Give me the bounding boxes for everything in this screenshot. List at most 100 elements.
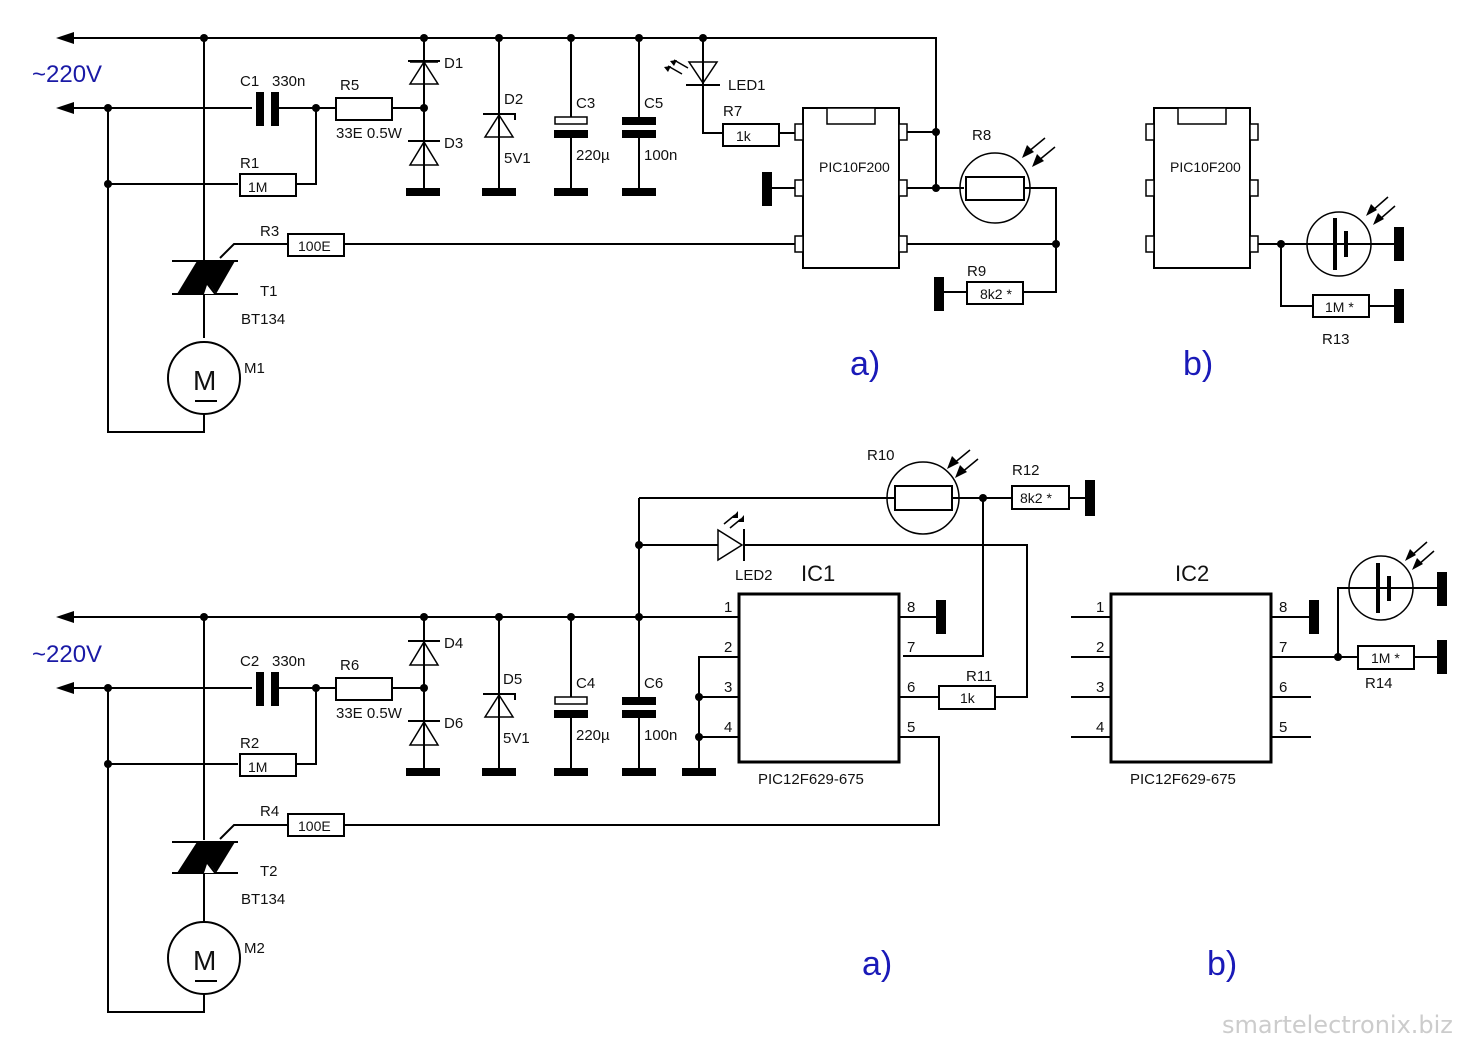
ic1-ref: IC1 — [801, 561, 835, 586]
m1-symbol: M — [193, 365, 216, 396]
ic1-pin-5: 5 — [907, 719, 915, 736]
d2-ref: D2 — [504, 91, 523, 108]
ic2-ref: IC2 — [1175, 561, 1209, 586]
ic2-pin-7: 7 — [1279, 639, 1287, 656]
ic1-pin-3: 3 — [724, 679, 732, 696]
t2-ref: T2 — [260, 863, 278, 880]
led2-ref: LED2 — [735, 567, 773, 584]
capacitor-c1: C1 330n — [240, 73, 336, 126]
resistor-r4: R4 100E — [219, 803, 345, 840]
ldr-r8: R8 — [959, 127, 1057, 293]
ic-part-label-b: PIC10F200 — [1170, 159, 1241, 175]
c5-value: 100n — [644, 147, 677, 164]
ic1-pin-1: 1 — [724, 599, 732, 616]
r5-ref: R5 — [340, 77, 359, 94]
resistor-r9: R9 8k2 * — [934, 263, 1024, 311]
r14-ref: R14 — [1365, 675, 1393, 692]
r13-value: 1M * — [1325, 299, 1354, 315]
zener-d5: D5 5V1 — [482, 617, 530, 776]
d5-value: 5V1 — [503, 730, 530, 747]
junctions-bottom — [104, 494, 987, 768]
r14-value: 1M * — [1371, 650, 1400, 666]
resistor-r5: R5 33E 0.5W — [335, 77, 424, 142]
capacitor-c4: C4 220µ — [554, 617, 610, 776]
wire — [296, 688, 317, 765]
ground-symbol — [1437, 572, 1447, 606]
top-circuit: ~220V C1 330n 1M R1 R5 33E 0.5W — [32, 32, 1404, 433]
c2-ref: C2 — [240, 653, 259, 670]
ic2-pin-8: 8 — [1279, 599, 1287, 616]
capacitor-c3: C3 220µ — [554, 38, 610, 196]
r1-ref: R1 — [240, 155, 259, 172]
ic2-pic12f629: IC2 PIC12F629-675 1 2 3 4 5 6 7 8 — [1071, 561, 1311, 788]
diodes-d4-d6: D4 D6 — [406, 617, 463, 776]
d5-ref: D5 — [503, 671, 522, 688]
section-a-label-top: a) — [850, 345, 880, 383]
led1-ref: LED1 — [728, 77, 766, 94]
r13-ref: R13 — [1322, 331, 1350, 348]
c3-value: 220µ — [576, 147, 610, 164]
ic2-pin-4: 4 — [1096, 719, 1104, 736]
ic1-pin-8: 8 — [907, 599, 915, 616]
triac-t2: T2 BT134 — [172, 841, 285, 922]
mains-terminal-bottom-1 — [56, 611, 738, 623]
watermark: smartelectronix.biz — [1222, 1011, 1453, 1039]
r6-value: 33E 0.5W — [336, 705, 403, 722]
resistor-r2: 1M R2 — [239, 735, 297, 777]
section-b-label-bottom: b) — [1207, 945, 1237, 983]
triac-t1: T1 BT134 — [172, 260, 285, 338]
r5-value: 33E 0.5W — [336, 125, 403, 142]
zener-d2: D2 5V1 — [482, 38, 531, 196]
resistor-r7: R7 1k — [722, 103, 795, 147]
capacitor-c2: C2 330n — [240, 653, 336, 706]
c6-ref: C6 — [644, 675, 663, 692]
r11-ref: R11 — [966, 668, 992, 685]
capacitor-c6: C6 100n — [622, 498, 677, 776]
r12-ref: R12 — [1012, 462, 1040, 479]
ic1-pin-2: 2 — [724, 639, 732, 656]
ic1-pin-7: 7 — [907, 639, 915, 656]
resistor-r6: R6 33E 0.5W — [335, 657, 424, 722]
r7-value: 1k — [736, 128, 752, 144]
ground-symbol — [1394, 289, 1404, 323]
resistor-r14: 1M * R14 — [1357, 640, 1447, 692]
section-a-label-bottom: a) — [862, 945, 892, 983]
resistor-r3: R3 100E — [219, 223, 345, 259]
photodiode-b — [1348, 541, 1435, 621]
mains-terminal-bottom-2 — [56, 682, 252, 694]
r8-ref: R8 — [972, 127, 991, 144]
bottom-circuit: ~220V C2 330n 1M R2 R6 33E 0.5W — [32, 447, 1447, 1013]
d4-ref: D4 — [444, 635, 463, 652]
d1-ref: D1 — [444, 55, 463, 72]
mains-terminal-top-2 — [56, 102, 252, 114]
r6-ref: R6 — [340, 657, 359, 674]
c3-ref: C3 — [576, 95, 595, 112]
ic1-part: PIC12F629-675 — [758, 771, 864, 788]
ic1-pic12f629: IC1 PIC12F629-675 1 2 3 4 5 6 7 8 — [724, 561, 915, 788]
c4-ref: C4 — [576, 675, 595, 692]
resistor-r1: 1M R1 — [239, 155, 297, 197]
c1-value: 330n — [272, 73, 305, 90]
c4-value: 220µ — [576, 727, 610, 744]
r9-ref: R9 — [967, 263, 986, 280]
ic1-pin-6: 6 — [907, 679, 915, 696]
m1-ref: M1 — [244, 360, 265, 377]
m2-ref: M2 — [244, 940, 265, 957]
r1-value: 1M — [248, 179, 267, 195]
r4-ref: R4 — [260, 803, 279, 820]
d3-ref: D3 — [444, 135, 463, 152]
variant-b-top: PIC10F200 1M * R13 — [1145, 107, 1404, 348]
supply-label-bottom: ~220V — [32, 641, 102, 668]
ldr-r10: R10 — [867, 447, 1012, 535]
resistor-r12: R12 8k2 * — [1011, 462, 1095, 516]
c2-value: 330n — [272, 653, 305, 670]
ic-part-label: PIC10F200 — [819, 159, 890, 175]
wire — [1337, 587, 1438, 657]
return-wire-top — [107, 108, 205, 433]
capacitor-c5: C5 100n — [622, 38, 677, 196]
r10-ref: R10 — [867, 447, 895, 464]
led2: LED2 — [639, 511, 1028, 698]
diodes-d1-d3: D1 D3 — [406, 38, 463, 196]
junctions-top — [104, 34, 1060, 248]
